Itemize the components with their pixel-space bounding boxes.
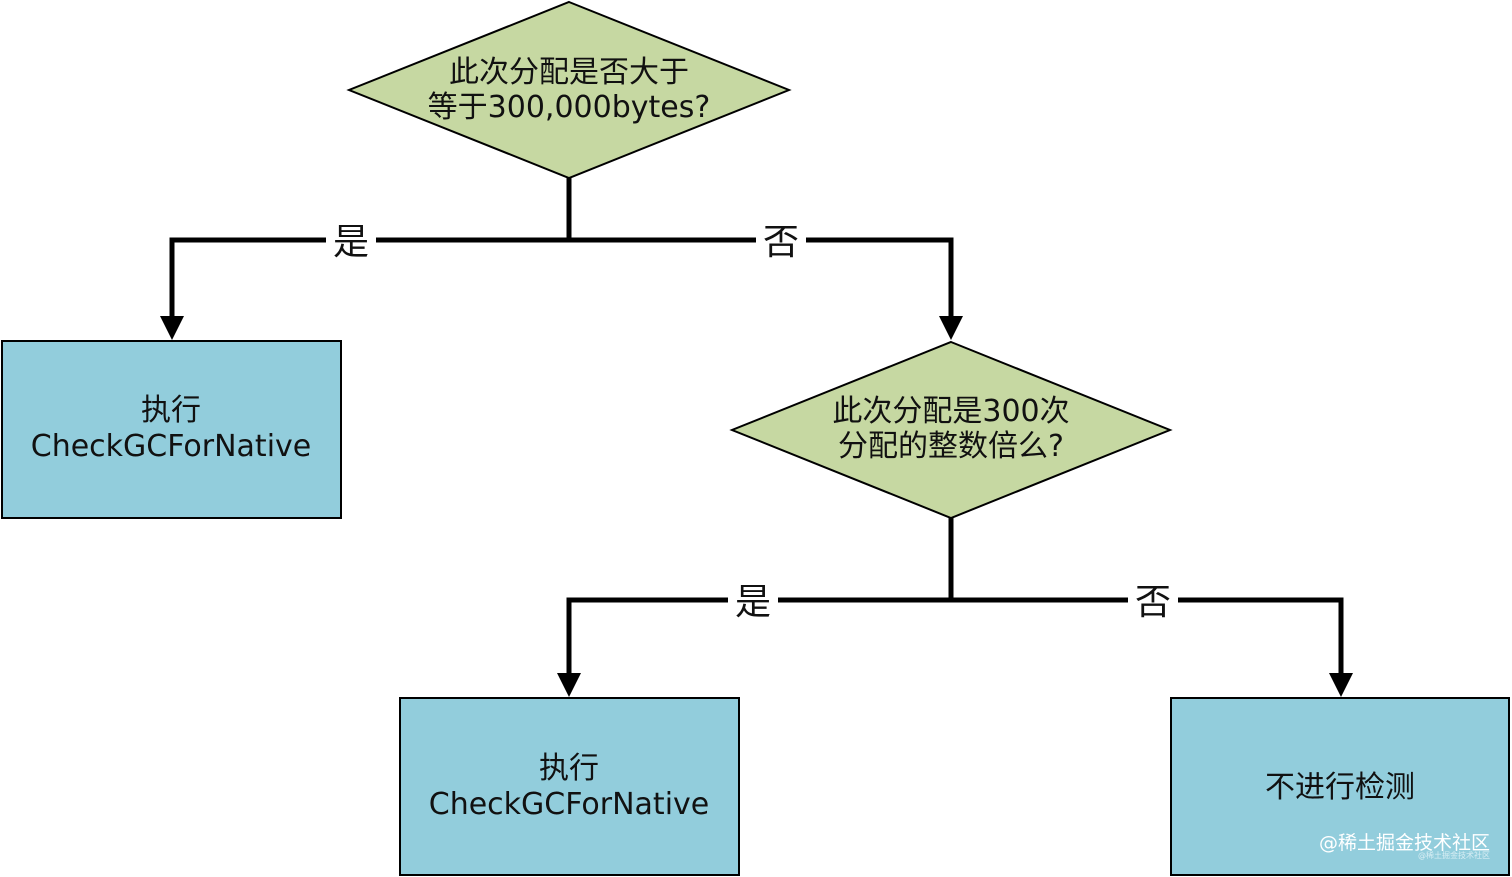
decision-node-multiple-check: 此次分配是300次 分配的整数倍么? bbox=[729, 340, 1173, 520]
edge-label-d2-no: 否 bbox=[1135, 582, 1171, 623]
arrowhead-icon bbox=[1329, 673, 1353, 697]
process-middle-line1: 执行 bbox=[539, 751, 599, 786]
arrowhead-icon bbox=[557, 673, 581, 697]
decision-2-line2: 分配的整数倍么? bbox=[838, 429, 1064, 464]
connector-d2-no bbox=[951, 597, 1353, 697]
connector-d1-no bbox=[569, 237, 963, 340]
edge-label-d2-yes: 是 bbox=[735, 582, 771, 623]
watermark: @稀土掘金技术社区 @稀土掘金技术社区 bbox=[1319, 832, 1490, 860]
watermark-subtext: @稀土掘金技术社区 bbox=[1418, 850, 1490, 860]
edge-label-d1-yes: 是 bbox=[333, 222, 369, 263]
edge-label-d1-no: 否 bbox=[763, 222, 799, 263]
process-node-check-gc-middle: 执行 CheckGCForNative bbox=[399, 697, 740, 876]
decision-1-line2: 等于300,000bytes? bbox=[428, 90, 711, 125]
watermark-text: @稀土掘金技术社区 bbox=[1319, 832, 1490, 854]
process-left-line1: 执行 bbox=[141, 393, 201, 428]
process-right-label: 不进行检测 bbox=[1265, 770, 1415, 805]
process-middle-line2: CheckGCForNative bbox=[429, 787, 710, 822]
process-node-no-check: 不进行检测 bbox=[1170, 697, 1510, 876]
arrowhead-icon bbox=[939, 316, 963, 340]
decision-1-line1: 此次分配是否大于 bbox=[449, 55, 689, 90]
process-node-check-gc-left: 执行 CheckGCForNative bbox=[1, 340, 342, 519]
process-left-line2: CheckGCForNative bbox=[31, 429, 312, 464]
arrowhead-icon bbox=[160, 316, 184, 340]
decision-2-line1: 此次分配是300次 bbox=[832, 394, 1069, 429]
decision-node-size-check: 此次分配是否大于 等于300,000bytes? bbox=[346, 0, 792, 180]
